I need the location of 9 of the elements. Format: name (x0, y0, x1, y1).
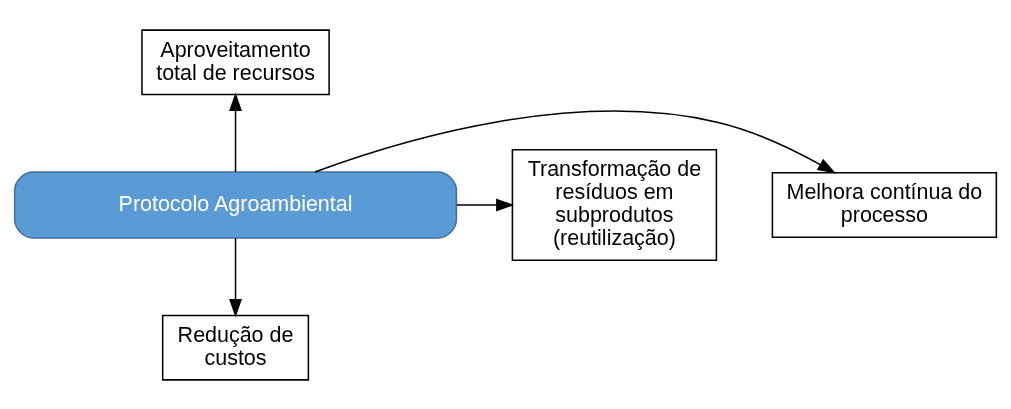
node-box: Protocolo Agroambiental (13, 170, 458, 239)
arrow (229, 92, 242, 172)
node-box: Transformação de resíduos em subprodutos (reutilização) (511, 148, 718, 261)
node-box: Redução de custos (161, 314, 310, 381)
node-box: Aproveitamento total de recursos (141, 28, 330, 95)
arrow (314, 109, 836, 174)
node-box: Melhora contínua do processo (771, 171, 998, 238)
arrow (229, 236, 242, 317)
arrow (456, 198, 515, 211)
